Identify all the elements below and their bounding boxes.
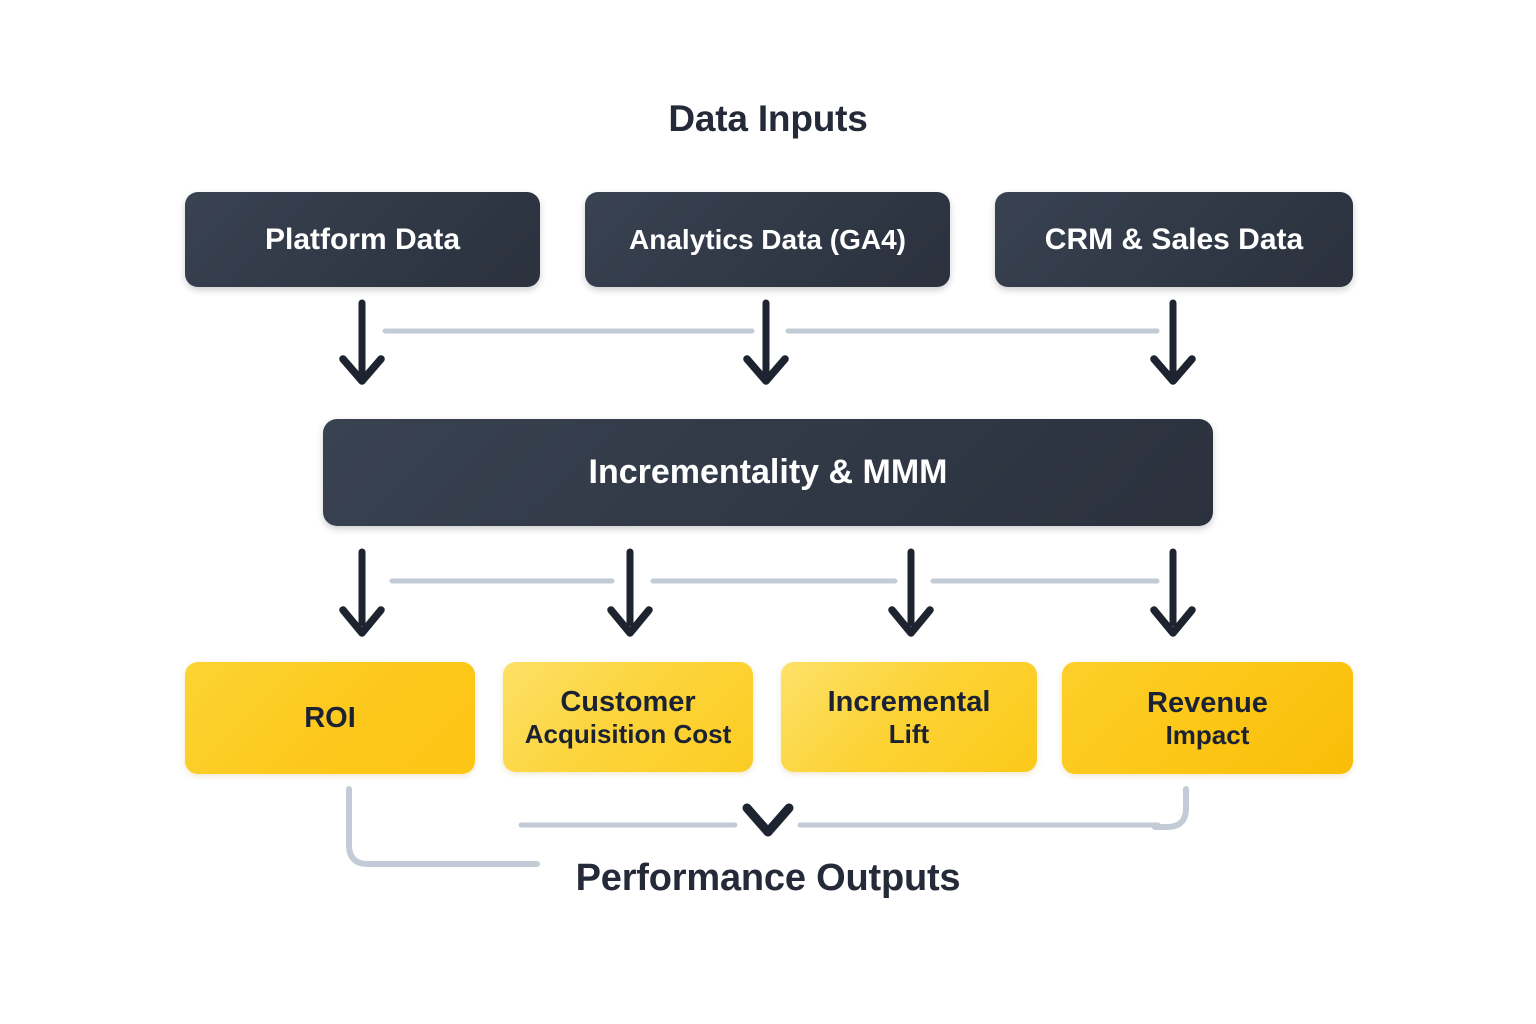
node-customer-acquisition-cost-label-line2: Acquisition Cost bbox=[524, 718, 732, 749]
node-platform-data-label: Platform Data bbox=[264, 222, 461, 256]
chevron-down-icon bbox=[742, 803, 794, 837]
rounded-bracket-icon-right bbox=[1152, 786, 1189, 830]
node-revenue-impact-label-line1: Revenue bbox=[1147, 686, 1268, 719]
node-crm-sales-data-label: CRM & Sales Data bbox=[1044, 222, 1304, 256]
arrow-down-icon-cac bbox=[607, 548, 653, 637]
arrow-down-icon-platform bbox=[339, 299, 385, 385]
node-incremental-lift-label-line2: Lift bbox=[888, 718, 930, 749]
arrow-down-icon-analytics bbox=[743, 299, 789, 385]
arrow-down-icon-incremental-lift bbox=[888, 548, 934, 637]
node-customer-acquisition-cost-label-line1: Customer bbox=[560, 685, 696, 718]
arrow-down-icon-roi bbox=[339, 548, 385, 637]
arrow-down-icon-crm bbox=[1150, 299, 1196, 385]
node-roi-label: ROI bbox=[304, 701, 356, 735]
node-customer-acquisition-cost[interactable]: Customer Acquisition Cost bbox=[503, 662, 753, 772]
node-platform-data[interactable]: Platform Data bbox=[185, 192, 540, 287]
node-incrementality-mmm-label: Incrementality & MMM bbox=[588, 453, 948, 492]
node-crm-sales-data[interactable]: CRM & Sales Data bbox=[995, 192, 1353, 287]
performance-outputs-heading: Performance Outputs bbox=[575, 857, 961, 899]
data-inputs-heading: Data Inputs bbox=[668, 98, 868, 139]
rounded-bracket-icon-left bbox=[346, 786, 540, 867]
node-analytics-data[interactable]: Analytics Data (GA4) bbox=[585, 192, 950, 287]
node-roi[interactable]: ROI bbox=[185, 662, 475, 774]
node-roi-label-line1: ROI bbox=[304, 701, 356, 734]
node-revenue-impact-label: Revenue Impact bbox=[1147, 686, 1268, 751]
node-incrementality-mmm[interactable]: Incrementality & MMM bbox=[323, 419, 1213, 526]
node-incremental-lift-label-line1: Incremental bbox=[827, 685, 991, 718]
node-incremental-lift-label: Incremental Lift bbox=[828, 685, 991, 750]
node-incremental-lift[interactable]: Incremental Lift bbox=[781, 662, 1037, 772]
node-analytics-data-label: Analytics Data (GA4) bbox=[629, 223, 906, 255]
arrow-down-icon-revenue-impact bbox=[1150, 548, 1196, 637]
node-customer-acquisition-cost-label: Customer Acquisition Cost bbox=[525, 685, 732, 750]
node-revenue-impact-label-line2: Impact bbox=[1165, 719, 1250, 750]
node-revenue-impact[interactable]: Revenue Impact bbox=[1062, 662, 1353, 774]
